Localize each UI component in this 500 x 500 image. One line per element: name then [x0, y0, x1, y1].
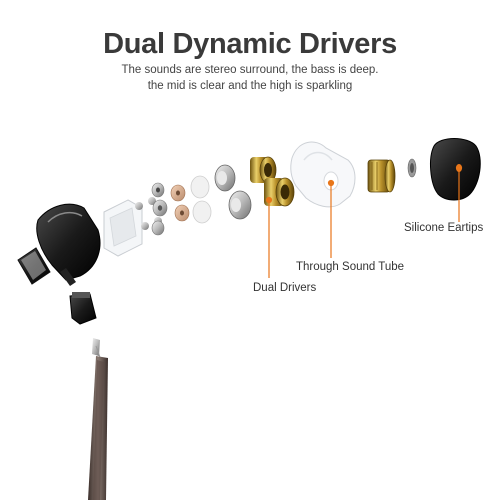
drivers-callout-label: Dual Drivers	[253, 282, 317, 294]
connector-part	[69, 292, 97, 325]
sound-tube-callout-label: Through Sound Tube	[296, 261, 405, 273]
nozzle-tip-part	[367, 159, 396, 193]
eartips-callout-label: Silicone Eartips	[404, 222, 484, 234]
silver-driver-housing-part	[214, 164, 252, 220]
callout-lines	[265, 164, 463, 278]
diaphragm-part	[190, 175, 212, 224]
cable-part	[88, 338, 108, 500]
mesh-filter-part	[407, 158, 417, 178]
dual-drivers-part	[250, 156, 295, 207]
inner-frame-part	[103, 199, 143, 257]
subtitle-line-2: the mid is clear and the high is sparkli…	[147, 80, 353, 92]
back-plate-part	[17, 247, 51, 285]
subtitle-line-1: The sounds are stereo surround, the bass…	[121, 64, 379, 76]
page-title: Dual Dynamic Drivers	[103, 28, 397, 60]
sound-tube-part	[290, 141, 356, 208]
washers-part	[151, 182, 168, 236]
earphone-shell-part	[36, 203, 101, 286]
silicone-eartip-part	[430, 138, 481, 201]
rose-washers-part	[170, 184, 190, 222]
